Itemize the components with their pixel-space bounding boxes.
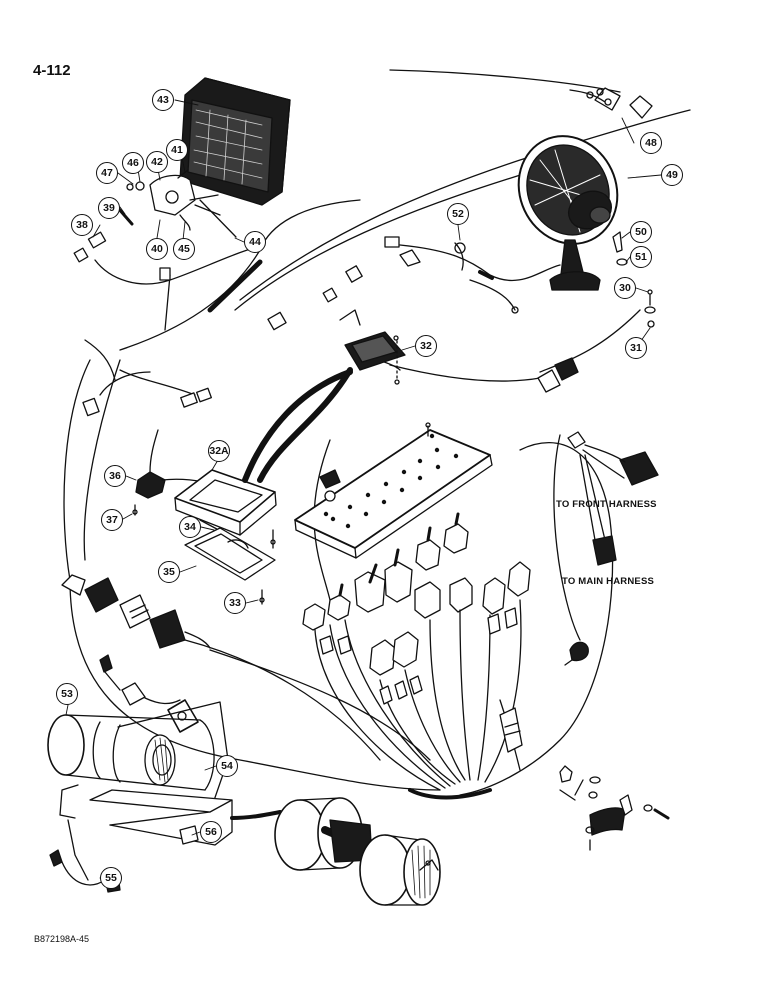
blower-motor: [230, 797, 441, 906]
panel-harness: [314, 599, 523, 800]
fan-fasteners: [612, 231, 656, 328]
callout-46: 46: [122, 152, 144, 174]
note-front-harness: TO FRONT HARNESS: [556, 499, 657, 510]
callout-45: 45: [173, 238, 195, 260]
callout-49: 49: [661, 164, 683, 186]
pointer-arrow: [242, 369, 353, 483]
blower-assembly: [47, 701, 233, 893]
callout-35: 35: [158, 561, 180, 583]
callout-31: 31: [625, 337, 647, 359]
fan-49: [517, 135, 619, 291]
callout-34: 34: [179, 516, 201, 538]
work-lamp-43: [116, 77, 291, 238]
connectors-upper-left: [73, 231, 400, 417]
callout-52: 52: [447, 203, 469, 225]
gasket-35: [184, 527, 276, 605]
dome-light-32: [339, 309, 406, 385]
switch-panel: [294, 422, 493, 559]
page-number: 4-112: [33, 62, 71, 79]
part-52: [399, 242, 519, 314]
callout-55: 55: [100, 867, 122, 889]
callout-47: 47: [96, 162, 118, 184]
callout-32a: 32A: [208, 440, 230, 462]
leader-lines: [65, 99, 662, 881]
callout-40: 40: [146, 238, 168, 260]
callout-54: 54: [216, 755, 238, 777]
callout-43: 43: [152, 89, 174, 111]
figure-code: B872198A-45: [34, 934, 90, 944]
callout-39: 39: [98, 197, 120, 219]
callout-38: 38: [71, 214, 93, 236]
note-main-harness: TO MAIN HARNESS: [562, 576, 655, 587]
ground-strap: [559, 765, 670, 851]
callout-48: 48: [640, 132, 662, 154]
callout-44: 44: [244, 231, 266, 253]
callout-50: 50: [630, 221, 652, 243]
callout-36: 36: [104, 465, 126, 487]
callout-42: 42: [146, 151, 168, 173]
rocker-switches: [302, 512, 531, 676]
connector-48: [569, 87, 653, 119]
callout-51: 51: [630, 246, 652, 268]
callout-41: 41: [166, 139, 188, 161]
callout-32: 32: [415, 335, 437, 357]
relay-36: [132, 429, 216, 516]
callout-37: 37: [101, 509, 123, 531]
harness-connectors-right: [564, 431, 659, 666]
connector-dome-right: [537, 357, 579, 393]
callout-30: 30: [614, 277, 636, 299]
wire-harness: [63, 69, 691, 796]
lamp-housing-32a: [174, 469, 277, 536]
callout-56: 56: [200, 821, 222, 843]
callout-53: 53: [56, 683, 78, 705]
callout-33: 33: [224, 592, 246, 614]
main-harness-connector: [61, 574, 211, 733]
